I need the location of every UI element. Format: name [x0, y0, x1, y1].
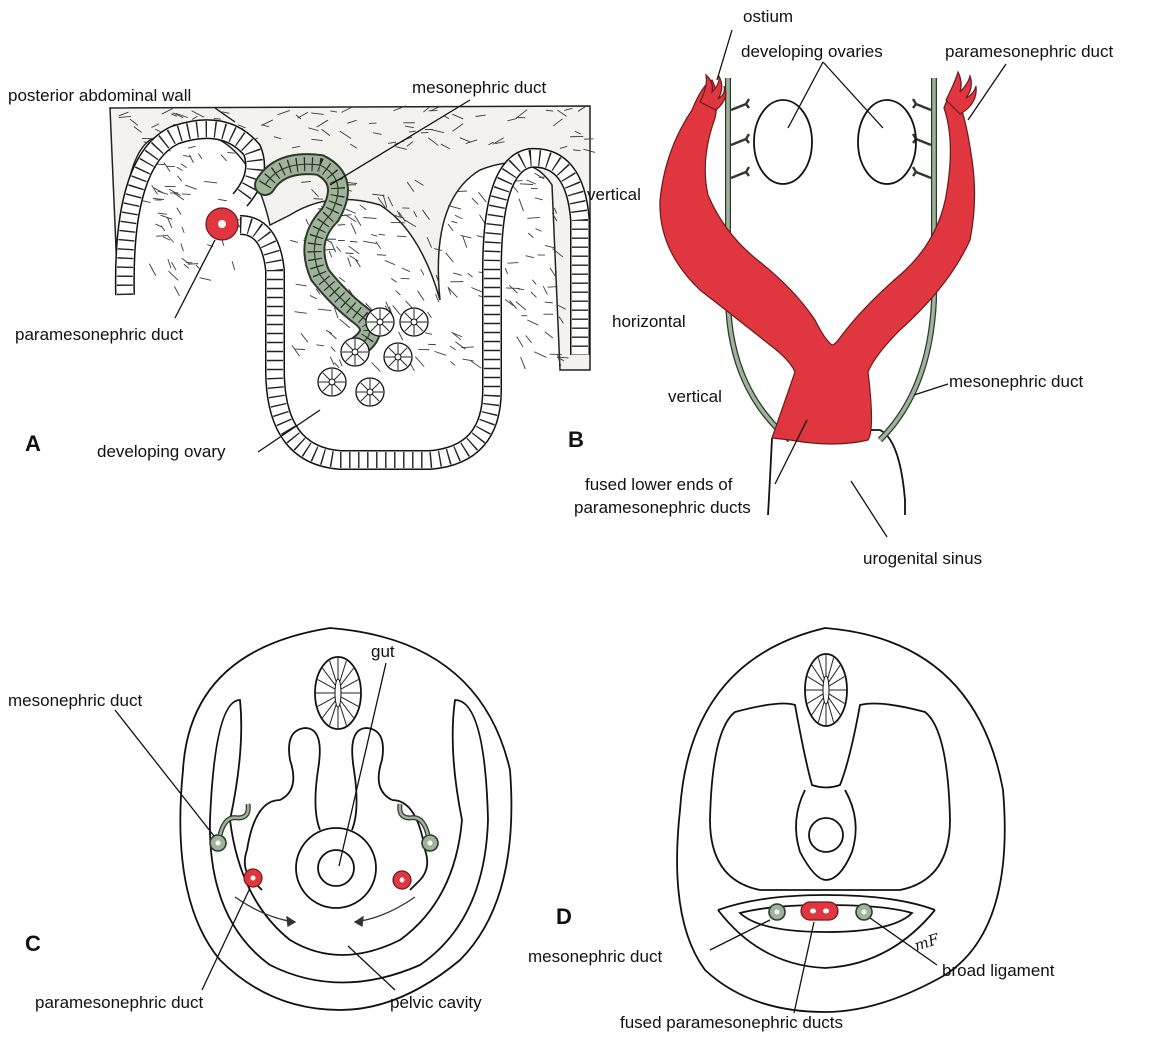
- label-posterior-abdominal-wall: posterior abdominal wall: [8, 86, 191, 105]
- label-ostium: ostium: [743, 7, 793, 26]
- gut-d: [809, 818, 843, 852]
- label-paramesonephric-duct-b: paramesonephric duct: [945, 42, 1113, 61]
- ovarian-follicles: [318, 308, 428, 406]
- gut-mesentery-d: [796, 790, 856, 880]
- panel-a: posterior abdominal wall mesonephric duc…: [8, 78, 595, 461]
- label-horizontal: horizontal: [612, 312, 686, 331]
- neural-tube-cells-c: [316, 658, 360, 728]
- neural-tube-cells-d: [806, 655, 846, 725]
- label-gut: gut: [371, 642, 395, 661]
- label-mesonephric-duct-b: mesonephric duct: [949, 372, 1083, 391]
- label-urogenital-sinus: urogenital sinus: [863, 549, 982, 568]
- label-fused-paramesonephric-ducts: fused paramesonephric ducts: [620, 1013, 843, 1032]
- gut-mesentery-c: [247, 728, 425, 850]
- label-broad-ligament: broad ligament: [942, 961, 1055, 980]
- label-fused-lower-ends-line2: paramesonephric ducts: [574, 498, 751, 517]
- developing-ovary-left-b: [754, 100, 812, 184]
- developing-ovary-right-b: [858, 100, 916, 184]
- label-mesonephric-duct-a: mesonephric duct: [412, 78, 546, 97]
- panel-c: gut mesonephric duct paramesonephric duc…: [8, 628, 511, 1012]
- gut-c: [296, 828, 376, 908]
- label-vertical-lower: vertical: [668, 387, 722, 406]
- label-pelvic-cavity: pelvic cavity: [390, 993, 482, 1012]
- label-paramesonephric-duct-a: paramesonephric duct: [15, 325, 183, 344]
- panel-letter-a: A: [25, 431, 41, 456]
- label-developing-ovary: developing ovary: [97, 442, 226, 461]
- label-developing-ovaries: developing ovaries: [741, 42, 883, 61]
- panel-b: ostium developing ovaries paramesonephri…: [568, 7, 1113, 568]
- panel-letter-d: D: [556, 904, 572, 929]
- mesonephric-tubules: [731, 99, 931, 178]
- panel-d: mF mesonephric duct broad ligament fused…: [528, 628, 1055, 1032]
- label-paramesonephric-duct-c: paramesonephric duct: [35, 993, 203, 1012]
- label-fused-lower-ends-line1: fused lower ends of: [585, 475, 733, 494]
- panel-letter-b: B: [568, 427, 584, 452]
- panel-letter-c: C: [25, 931, 41, 956]
- label-vertical-upper: vertical: [587, 185, 641, 204]
- fused-paramesonephric-ducts-d: [801, 902, 838, 920]
- label-mesonephric-duct-d: mesonephric duct: [528, 947, 662, 966]
- label-mesonephric-duct-c: mesonephric duct: [8, 691, 142, 710]
